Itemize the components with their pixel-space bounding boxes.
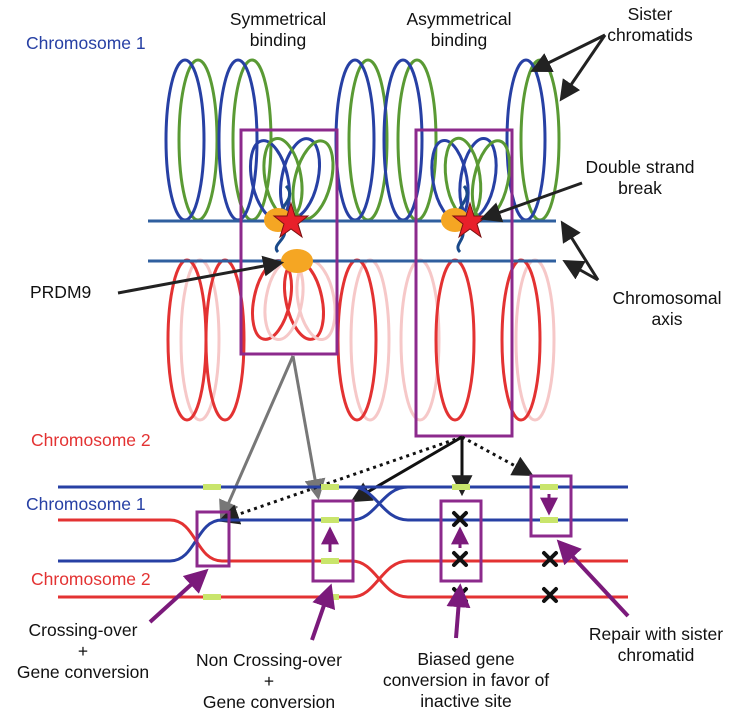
repair-sister-label: Repair with sister chromatid [576, 624, 736, 666]
biased-conversion-label: Biased gene conversion in favor of inact… [380, 649, 552, 712]
inactive-site-marks [452, 511, 558, 603]
non-crossing-over-box [311, 499, 355, 583]
prdm9-arrow [117, 255, 285, 295]
asymmetric-arrow-dotted-1 [218, 435, 463, 525]
double-strand-break-line-1: Double strand [585, 157, 695, 177]
chromosome2-bottom-label: Chromosome 2 [31, 569, 151, 589]
non-crossing-over-line-2: + [263, 671, 275, 691]
biased-conversion-line-1: Biased gene [417, 649, 515, 669]
chr2-strand-a [58, 518, 628, 599]
symmetric-arrow-1 [219, 355, 295, 522]
crossing-over-label: Crossing-over + Gene conversion [0, 620, 166, 683]
chr1-strand-b [58, 485, 409, 563]
bottom-chromatids [58, 485, 628, 599]
sister-chromatids-arrow-1 [530, 33, 606, 72]
asymmetric-arrow-2 [350, 435, 463, 503]
double-strand-break-line-2: break [618, 178, 662, 198]
repair-sister-pointer [556, 539, 630, 618]
symmetrical-binding-label: Symmetrical binding [218, 9, 338, 51]
crossing-over-line-3: Gene conversion [16, 662, 150, 682]
chromosomal-axis-line-1: Chromosomal [612, 288, 722, 308]
chr2-strand-b [58, 559, 628, 599]
asymmetric-arrow-dotted-4 [461, 435, 534, 477]
non-crossing-over-line-1: Non Crossing-over [196, 650, 342, 670]
crossing-over-pointer [148, 568, 209, 624]
biased-conversion-line-2: conversion in favor of [382, 670, 550, 690]
asymmetrical-line-2: binding [430, 30, 488, 50]
symmetrical-line-1: Symmetrical [229, 9, 327, 29]
repair-sister-box [529, 474, 573, 538]
crossing-over-line-1: Crossing-over [28, 620, 138, 640]
biased-conversion-line-3: inactive site [420, 691, 512, 711]
prdm9-label: PRDM9 [30, 282, 92, 302]
symmetric-arrow-2 [291, 355, 326, 501]
chromosomal-axis-label: Chromosomal axis [602, 288, 732, 330]
chromosomal-axis-line-2: axis [651, 309, 683, 329]
sister-chromatids-label: Sister chromatids [595, 4, 705, 46]
non-crossing-over-label: Non Crossing-over + Gene conversion [176, 650, 362, 713]
sister-chromatids-arrow-2 [559, 34, 607, 102]
asymmetrical-binding-box [414, 128, 514, 438]
crossing-over-line-2: + [77, 641, 89, 661]
chromosome2-loops [166, 258, 556, 422]
repair-sister-line-1: Repair with sister [588, 624, 724, 644]
double-strand-break-label: Double strand break [577, 157, 703, 199]
biased-conversion-box [439, 499, 483, 583]
sister-chromatids-line-2: chromatids [607, 25, 693, 45]
red-loops [166, 258, 542, 422]
chromosomal-axis-arrow-1 [560, 220, 600, 281]
asymmetrical-line-1: Asymmetrical [406, 9, 512, 29]
biased-conversion-pointer [446, 583, 471, 639]
pale-red-loops [179, 258, 556, 422]
chromosome1-loops [164, 58, 561, 222]
chromosomal-axis-arrow-2 [562, 259, 599, 282]
asymmetrical-binding-label: Asymmetrical binding [395, 9, 523, 51]
sister-chromatids-line-1: Sister [627, 4, 673, 24]
chromosome1-bottom-label: Chromosome 1 [26, 494, 146, 514]
double-strand-break-star-1 [272, 201, 310, 239]
non-crossing-over-pointer [310, 583, 336, 641]
non-crossing-over-line-3: Gene conversion [202, 692, 336, 712]
double-strand-break-arrow [480, 181, 583, 223]
chromosome1-top-label: Chromosome 1 [26, 33, 146, 53]
prdm9-protein-2 [281, 249, 313, 273]
repair-sister-line-2: chromatid [617, 645, 695, 665]
crossing-over-box [195, 510, 231, 568]
double-strand-break-star-2 [451, 201, 489, 239]
symmetrical-line-2: binding [249, 30, 307, 50]
chromosome2-mid-label: Chromosome 2 [31, 430, 151, 450]
symmetrical-binding-box [239, 128, 339, 356]
